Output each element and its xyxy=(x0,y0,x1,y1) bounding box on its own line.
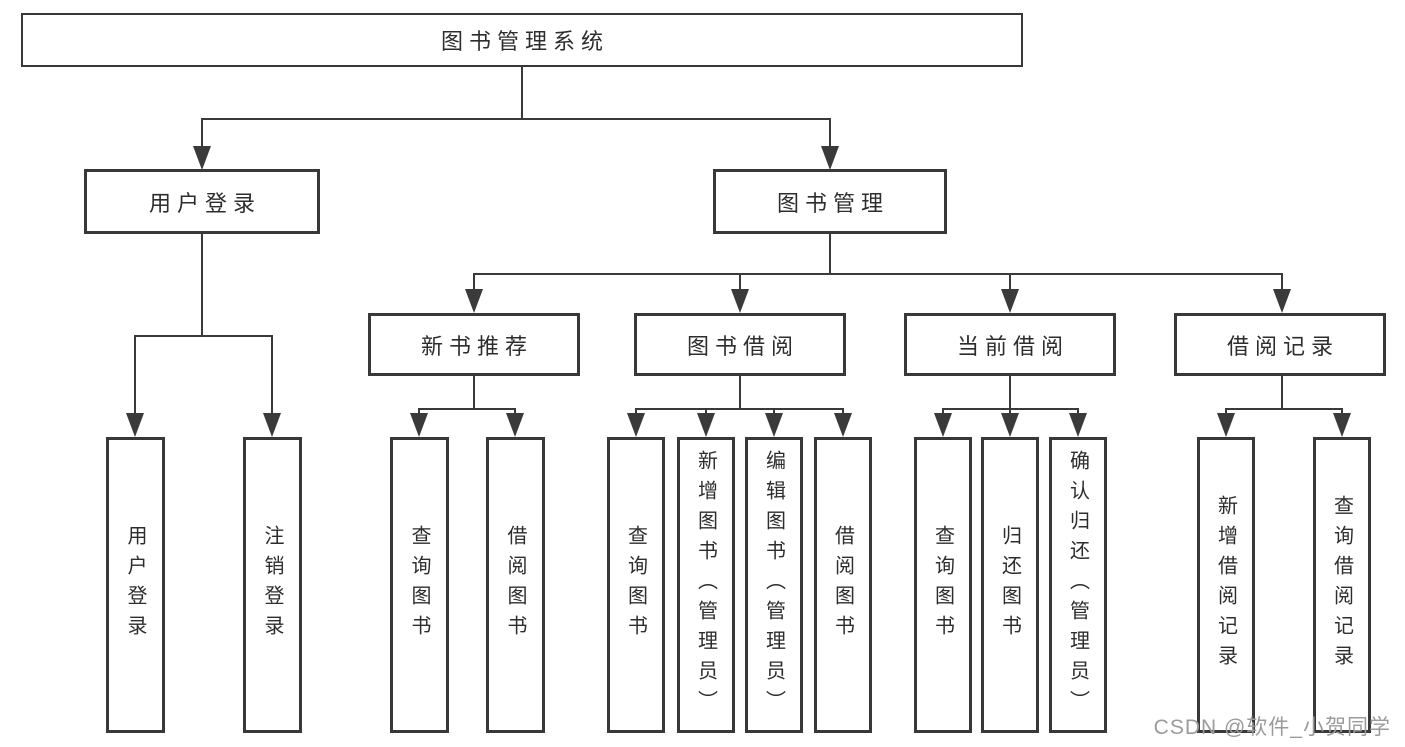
node-root-label: 图书管理系统 xyxy=(440,29,609,54)
node-new-book-recommend-label: 新书推荐 xyxy=(420,333,533,359)
connector-hline xyxy=(943,408,1079,410)
connector-vline xyxy=(1077,408,1079,416)
leaf-current-confirm-return-admin: 确认归还（管理员） xyxy=(1049,437,1107,733)
connector-vline xyxy=(739,376,741,408)
connector-vline xyxy=(635,408,637,416)
node-user-login: 用户登录 xyxy=(84,169,320,234)
connector-vline xyxy=(842,408,844,416)
arrowhead-down-icon xyxy=(410,413,428,437)
leaf-borrow-query-books: 查询图书 xyxy=(607,437,665,733)
arrowhead-down-icon xyxy=(1273,289,1291,313)
arrowhead-down-icon xyxy=(1001,413,1019,437)
connector-vline xyxy=(1009,273,1011,291)
leaf-borrow-add-books-admin: 新增图书（管理员） xyxy=(677,437,735,733)
node-root: 图书管理系统 xyxy=(21,13,1023,67)
leaf-current-query-books: 查询图书 xyxy=(914,437,972,733)
leaf-newbook-borrow-books: 借阅图书 xyxy=(486,437,545,733)
connector-vline xyxy=(418,408,420,416)
connector-vline xyxy=(514,408,516,416)
arrowhead-down-icon xyxy=(1069,413,1087,437)
leaf-newbook-borrow-books-label: 借阅图书 xyxy=(504,525,526,645)
connector-hline xyxy=(473,273,1283,275)
node-borrowing-records-label: 借阅记录 xyxy=(1226,333,1339,359)
leaf-newbook-query-books: 查询图书 xyxy=(390,437,449,733)
connector-vline xyxy=(201,118,203,148)
node-user-login-label: 用户登录 xyxy=(148,190,261,216)
connector-vline xyxy=(1225,408,1227,416)
connector-vline xyxy=(1281,273,1283,291)
node-borrowing-records: 借阅记录 xyxy=(1174,313,1386,376)
arrowhead-down-icon xyxy=(765,413,783,437)
connector-vline xyxy=(473,376,475,408)
leaf-borrow-add-books-admin-label: 新增图书（管理员） xyxy=(694,450,717,720)
connector-vline xyxy=(473,273,475,291)
node-book-management: 图书管理 xyxy=(713,169,947,234)
connector-hline xyxy=(419,408,516,410)
leaf-newbook-query-books-label: 查询图书 xyxy=(408,525,430,645)
connector-vline xyxy=(942,408,944,416)
leaf-current-query-books-label: 查询图书 xyxy=(931,525,954,645)
connector-vline xyxy=(739,273,741,291)
connector-vline xyxy=(773,408,775,416)
arrowhead-down-icon xyxy=(627,413,645,437)
leaf-borrow-query-books-label: 查询图书 xyxy=(624,525,647,645)
node-book-borrowing-label: 图书借阅 xyxy=(686,333,799,359)
node-current-borrowing-label: 当前借阅 xyxy=(956,333,1069,359)
connector-hline xyxy=(1226,408,1343,410)
watermark: CSDN @软件_小贺同学 xyxy=(1153,716,1391,739)
arrowhead-down-icon xyxy=(834,413,852,437)
connector-vline xyxy=(705,408,707,416)
arrowhead-down-icon xyxy=(465,289,483,313)
connector-vline xyxy=(1341,408,1343,416)
arrowhead-down-icon xyxy=(1333,413,1351,437)
leaf-logout-label: 注销登录 xyxy=(261,525,283,645)
arrowhead-down-icon xyxy=(731,289,749,313)
connector-vline xyxy=(1281,376,1283,408)
node-current-borrowing: 当前借阅 xyxy=(904,313,1116,376)
connector-hline xyxy=(201,118,831,120)
arrowhead-down-icon xyxy=(821,146,839,170)
leaf-current-confirm-return-admin-label: 确认归还（管理员） xyxy=(1066,450,1089,720)
connector-hline xyxy=(134,335,273,337)
leaf-current-return-books-label: 归还图书 xyxy=(998,525,1021,645)
leaf-records-query-record: 查询借阅记录 xyxy=(1313,437,1371,733)
connector-vline xyxy=(521,67,523,118)
arrowhead-down-icon xyxy=(263,413,281,437)
leaf-logout: 注销登录 xyxy=(243,437,302,733)
leaf-borrow-borrow-books-label: 借阅图书 xyxy=(831,525,854,645)
connector-vline xyxy=(829,234,831,273)
node-book-borrowing: 图书借阅 xyxy=(634,313,846,376)
leaf-current-return-books: 归还图书 xyxy=(981,437,1039,733)
connector-hline xyxy=(636,408,844,410)
arrowhead-down-icon xyxy=(193,146,211,170)
arrowhead-down-icon xyxy=(1217,413,1235,437)
arrowhead-down-icon xyxy=(506,413,524,437)
connector-vline xyxy=(134,335,136,415)
leaf-user-login-label: 用户登录 xyxy=(124,525,146,645)
leaf-records-add-record-label: 新增借阅记录 xyxy=(1214,495,1237,675)
connector-vline xyxy=(201,234,203,335)
arrowhead-down-icon xyxy=(126,413,144,437)
arrowhead-down-icon xyxy=(1001,289,1019,313)
leaf-borrow-borrow-books: 借阅图书 xyxy=(814,437,872,733)
leaf-records-add-record: 新增借阅记录 xyxy=(1197,437,1255,733)
arrowhead-down-icon xyxy=(934,413,952,437)
leaf-user-login: 用户登录 xyxy=(106,437,165,733)
leaf-borrow-edit-books-admin-label: 编辑图书（管理员） xyxy=(762,450,785,720)
connector-vline xyxy=(1009,376,1011,408)
leaf-borrow-edit-books-admin: 编辑图书（管理员） xyxy=(745,437,803,733)
node-new-book-recommend: 新书推荐 xyxy=(368,313,580,376)
connector-vline xyxy=(829,118,831,148)
arrowhead-down-icon xyxy=(697,413,715,437)
node-book-management-label: 图书管理 xyxy=(776,190,889,216)
leaf-records-query-record-label: 查询借阅记录 xyxy=(1330,495,1353,675)
connector-vline xyxy=(271,335,273,415)
connector-vline xyxy=(1009,408,1011,416)
